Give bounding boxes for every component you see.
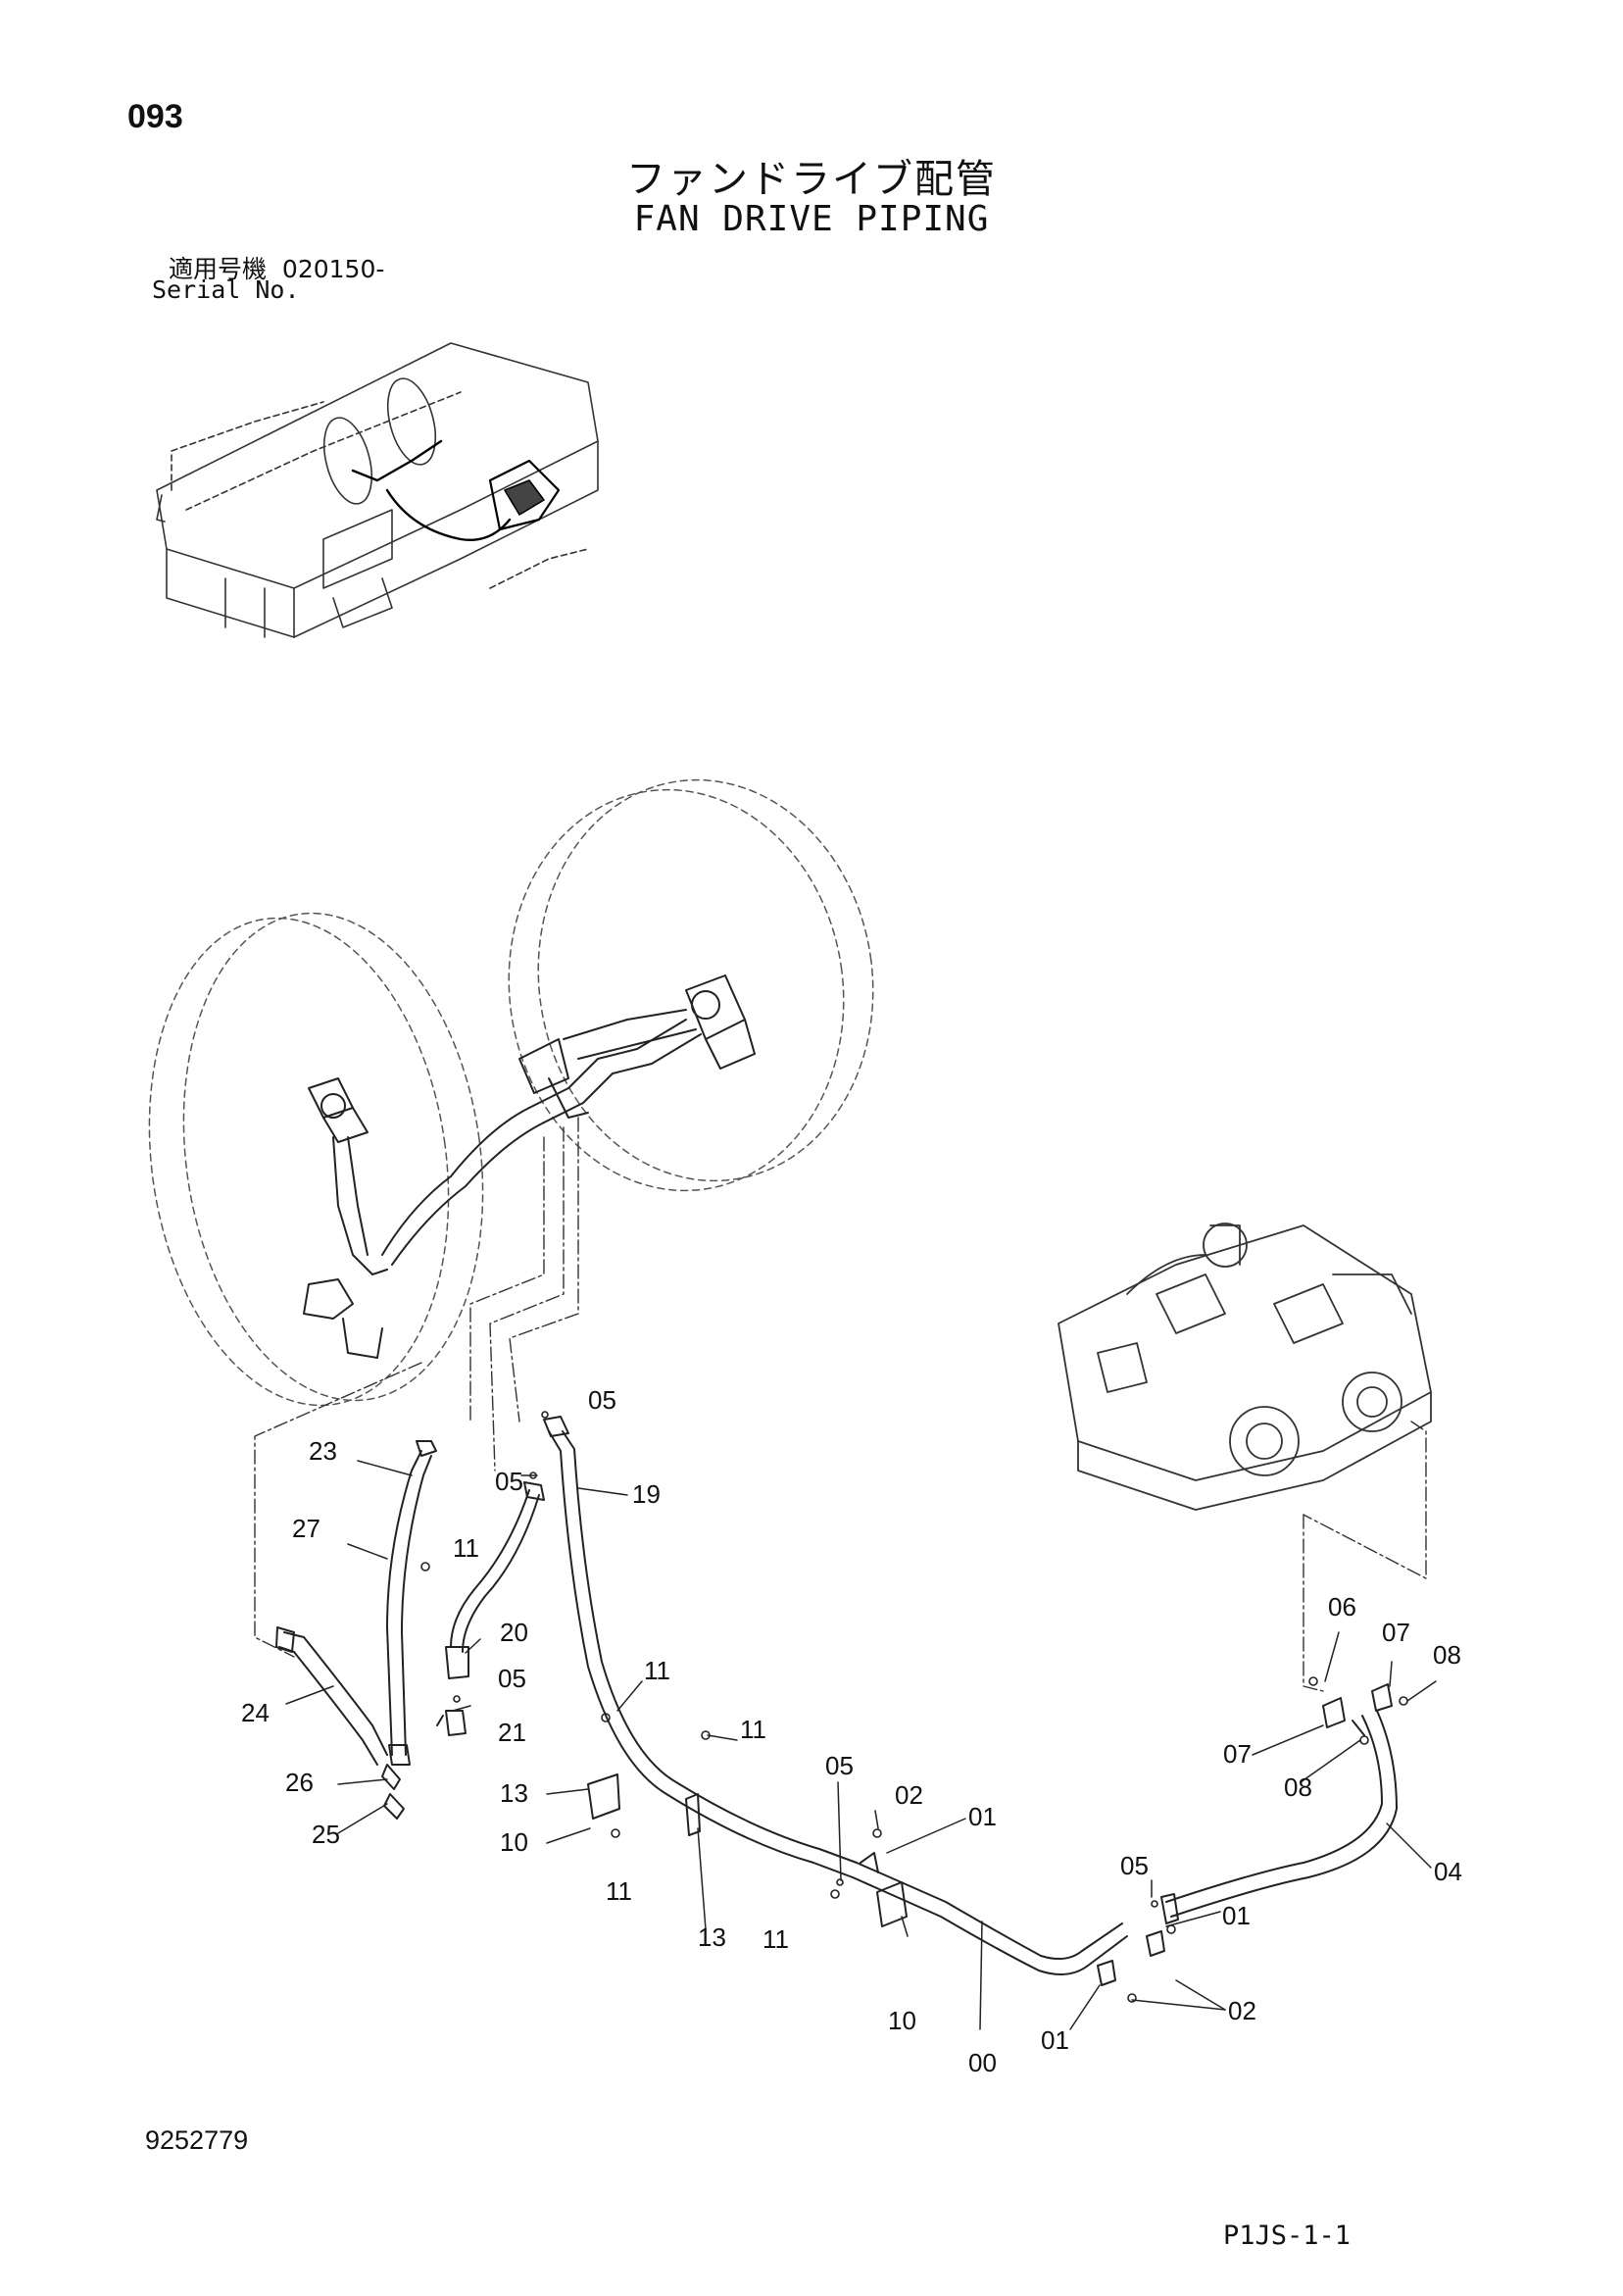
brackets-clamps	[587, 1683, 1393, 1986]
upper-hoses	[381, 1009, 702, 1266]
callout-label: 01	[968, 1802, 997, 1831]
callout-label: 26	[285, 1768, 314, 1797]
callout-label: 02	[1228, 1996, 1256, 2025]
callout-label: 20	[500, 1618, 528, 1647]
fan-motor-left	[303, 1077, 388, 1359]
page-number: 093	[127, 98, 183, 135]
callout-label: 02	[895, 1780, 923, 1810]
callout-label: 01	[1222, 1901, 1251, 1930]
hose-24	[275, 1626, 388, 1766]
pump-assembly	[1057, 1223, 1432, 1511]
hose-04	[1160, 1710, 1398, 1924]
callout-label: 24	[241, 1698, 270, 1727]
hose-19	[543, 1416, 858, 1878]
page-title-japanese: ファンドライブ配管	[626, 157, 997, 202]
callout-label: 13	[500, 1778, 528, 1808]
callout-label: 23	[309, 1436, 337, 1466]
callout-label: 19	[632, 1479, 661, 1509]
callout-label: 05	[495, 1467, 523, 1496]
leader-lines	[254, 1117, 1427, 1692]
callout-label: 01	[1041, 2025, 1069, 2055]
callout-label: 06	[1328, 1592, 1356, 1622]
callout-label: 10	[888, 2006, 916, 2035]
bolts	[420, 1411, 1408, 2003]
callout-label: 11	[740, 1715, 766, 1744]
callout-label: 05	[1120, 1851, 1149, 1880]
callout-label: 27	[292, 1514, 320, 1543]
hose-23-27	[386, 1440, 437, 1766]
callout-label: 25	[312, 1820, 340, 1849]
callout-label: 07	[1382, 1618, 1410, 1647]
callout-label: 05	[825, 1751, 854, 1780]
callout-label: 05	[588, 1385, 616, 1415]
document-number: 9252779	[145, 2125, 249, 2155]
hose-20	[445, 1481, 545, 1679]
callout-label: 07	[1223, 1739, 1252, 1769]
pipe-00	[852, 1862, 1128, 1975]
callout-label: 11	[606, 1876, 632, 1906]
callout-leaders	[285, 1460, 1437, 2030]
callout-label: 05	[498, 1664, 526, 1693]
fan-wheel-left	[148, 912, 484, 1407]
serial-label-japanese: 適用号機 020150-	[169, 250, 384, 285]
callout-label: 00	[968, 2048, 997, 2077]
callout-label: 10	[500, 1827, 528, 1857]
callout-label: 11	[762, 1924, 789, 1954]
fittings-25-26	[381, 1764, 405, 1820]
callout-label: 04	[1434, 1857, 1462, 1886]
fitting-21	[436, 1710, 467, 1736]
serial-label-ja-text: 適用号機	[169, 255, 268, 283]
callout-label: 13	[698, 1922, 726, 1952]
callout-label: 21	[498, 1718, 526, 1747]
callout-label: 08	[1433, 1640, 1461, 1670]
serial-label-english: Serial No.	[152, 275, 300, 304]
fan-wheel-right	[508, 778, 874, 1192]
callout-label: 11	[453, 1533, 479, 1563]
callout-label: 11	[644, 1656, 670, 1685]
page-title-english: FAN DRIVE PIPING	[633, 199, 990, 239]
callout-numbers: 05 23 05 19 27 11 20 05 21 24 26 25 11 1…	[241, 1385, 1462, 2077]
serial-value: 020150-	[281, 255, 385, 283]
callout-label: 08	[1284, 1772, 1312, 1802]
overview-machine-sketch	[156, 342, 599, 638]
page-code: P1JS-1-1	[1223, 2221, 1352, 2251]
fan-motor-right	[685, 974, 756, 1070]
